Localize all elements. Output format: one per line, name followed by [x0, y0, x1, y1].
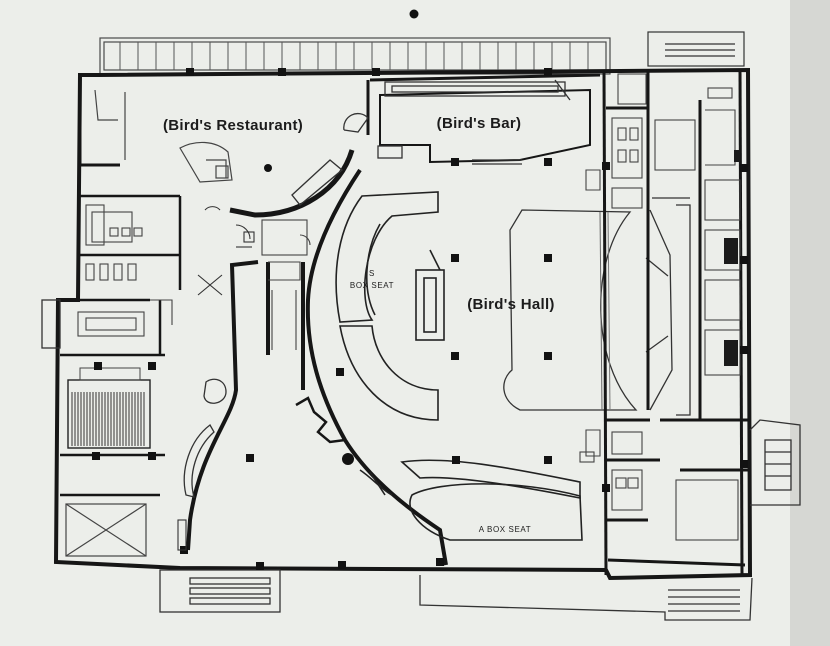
- column: [278, 68, 286, 76]
- column: [336, 368, 344, 376]
- column: [338, 561, 346, 569]
- column: [740, 164, 748, 172]
- column: [436, 558, 444, 566]
- hall-floor: [503, 197, 691, 416]
- column: [246, 454, 254, 462]
- foyer-fine: [261, 219, 311, 350]
- bar-counter: [384, 79, 571, 165]
- bar-walls: [369, 73, 601, 164]
- column: [602, 484, 610, 492]
- outer-wall: [53, 67, 753, 581]
- restaurant-bench: [291, 159, 344, 206]
- column: [186, 68, 194, 76]
- s-box-seat-label: BOX SEAT: [350, 281, 394, 290]
- hall-notches: [295, 396, 346, 444]
- lobby-bench: [183, 378, 227, 498]
- left-stage: [67, 367, 151, 449]
- left-service-rooms: [60, 194, 182, 497]
- north-marker: [409, 9, 419, 19]
- column: [451, 254, 459, 262]
- restaurant-label: (Bird's Restaurant): [163, 117, 303, 134]
- right-fine: [579, 73, 741, 541]
- column: [740, 256, 748, 264]
- s-box-letter: S: [369, 269, 375, 278]
- column: [148, 362, 156, 370]
- column: [740, 346, 748, 354]
- restaurant-curved-wall: [229, 149, 355, 218]
- terrace-ticks: [119, 42, 589, 70]
- hall-label: (Bird's Hall): [467, 296, 554, 313]
- lower-left-void: [65, 503, 147, 557]
- column: [92, 452, 100, 460]
- column: [372, 68, 380, 76]
- column: [544, 158, 552, 166]
- bar-label: (Bird's Bar): [437, 115, 522, 132]
- column: [740, 460, 748, 468]
- right-fixtures: [724, 150, 740, 366]
- hall-curved-wall: [305, 168, 448, 566]
- restaurant-fine: [94, 89, 233, 183]
- top-right-stairs: [647, 31, 745, 67]
- column: [602, 162, 610, 170]
- column: [256, 562, 264, 570]
- foyer-walls: [186, 260, 305, 551]
- column: [544, 68, 552, 76]
- column: [544, 254, 552, 262]
- columns: [92, 68, 748, 570]
- column: [544, 456, 552, 464]
- column: [94, 362, 102, 370]
- bar-entry-arc: [343, 112, 403, 159]
- bottom-entrances: [159, 569, 753, 621]
- door-swings: [197, 206, 255, 296]
- column: [452, 456, 460, 464]
- column: [544, 352, 552, 360]
- s-box-seat: [335, 191, 445, 421]
- bottom-stair: [177, 519, 187, 551]
- column: [148, 452, 156, 460]
- column: [451, 352, 459, 360]
- right-shadow: [790, 0, 830, 646]
- column: [451, 158, 459, 166]
- round-columns: [264, 164, 354, 465]
- right-annex: [749, 419, 801, 506]
- left-annex: [41, 299, 61, 349]
- restaurant-walls: [78, 75, 370, 167]
- a-box-seat-label: A BOX SEAT: [479, 525, 532, 534]
- left-fixtures: [77, 204, 173, 337]
